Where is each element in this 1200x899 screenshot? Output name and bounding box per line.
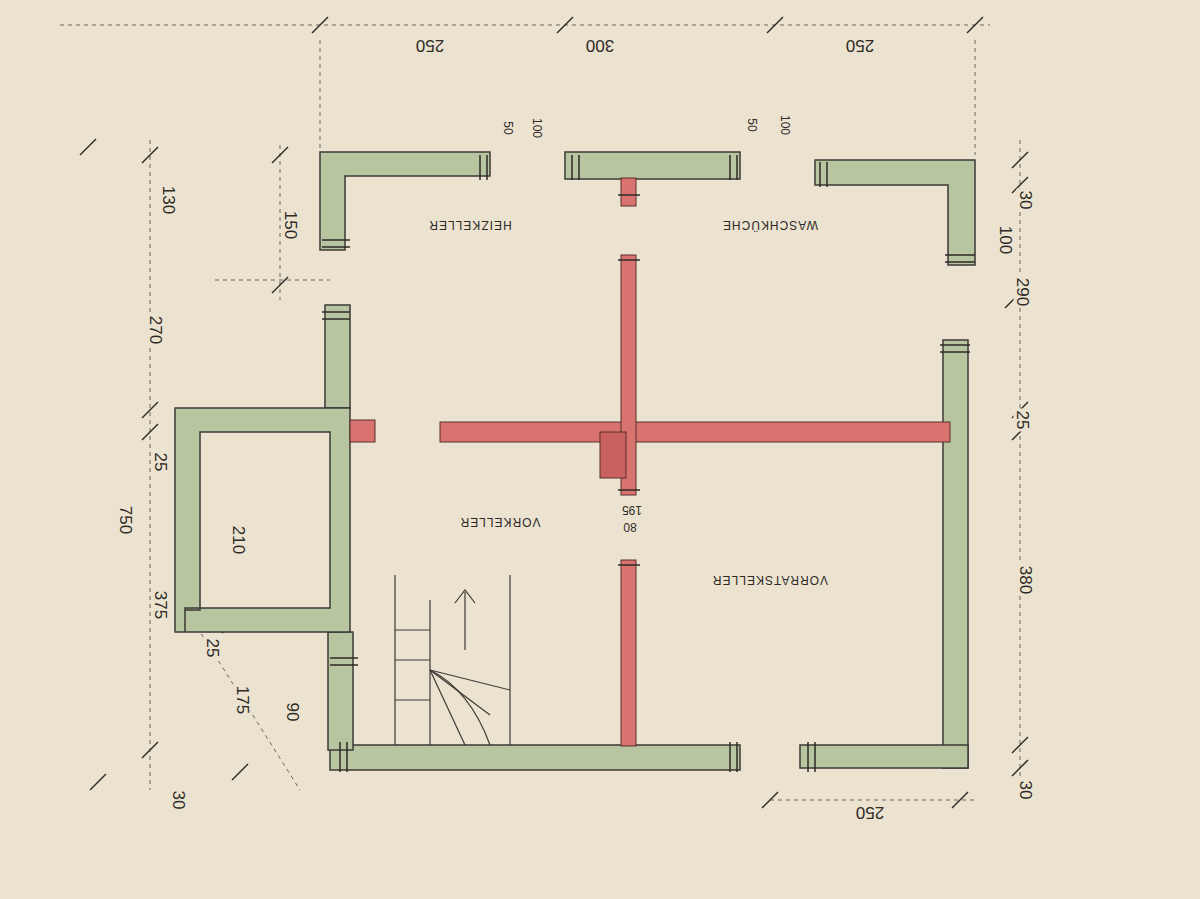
room-name: HEIZKELLER [426, 219, 513, 231]
dimension-label: 210 [230, 524, 247, 556]
dimension-label: 250 [414, 37, 446, 54]
dimension-label: 195 [620, 504, 644, 516]
dimension-label: 100 [997, 224, 1014, 256]
dimension-ticks [80, 17, 1028, 808]
room-name: VORRATSKELLER [710, 574, 830, 586]
dimension-label: 130 [160, 184, 177, 216]
dimension-label: 80 [621, 521, 638, 533]
outer-walls [175, 152, 975, 770]
stairs [395, 575, 510, 745]
dimension-label: 250 [854, 804, 886, 821]
wall-marks [322, 155, 975, 772]
dimension-label: 150 [282, 209, 299, 241]
dimension-label: 25 [1014, 409, 1031, 432]
dimension-label: 30 [1017, 189, 1034, 212]
dimension-label: 750 [117, 504, 134, 536]
dimension-label: 100 [531, 116, 543, 140]
dimension-label: 100 [779, 113, 791, 137]
dimension-label: 90 [284, 701, 301, 724]
dimension-lines [60, 25, 1020, 800]
dimension-label: 300 [584, 37, 616, 54]
dimension-label: 50 [746, 116, 758, 133]
dimension-label: 380 [1017, 564, 1034, 596]
dimension-label: 270 [147, 314, 164, 346]
dimension-label: 30 [1017, 779, 1034, 802]
dimension-label: 25 [152, 451, 169, 474]
dimension-label: 175 [234, 684, 251, 716]
room-name: WASCHKÜCHE [720, 219, 820, 231]
dimension-label: 30 [170, 789, 187, 812]
dimension-label: 375 [152, 589, 169, 621]
dimension-label: 25 [204, 637, 221, 660]
dimension-label: 250 [844, 37, 876, 54]
dimension-label: 50 [502, 119, 514, 136]
room-name: VORKELLER [457, 516, 542, 528]
inner-walls [350, 178, 950, 746]
dimension-label: 290 [1014, 276, 1031, 308]
